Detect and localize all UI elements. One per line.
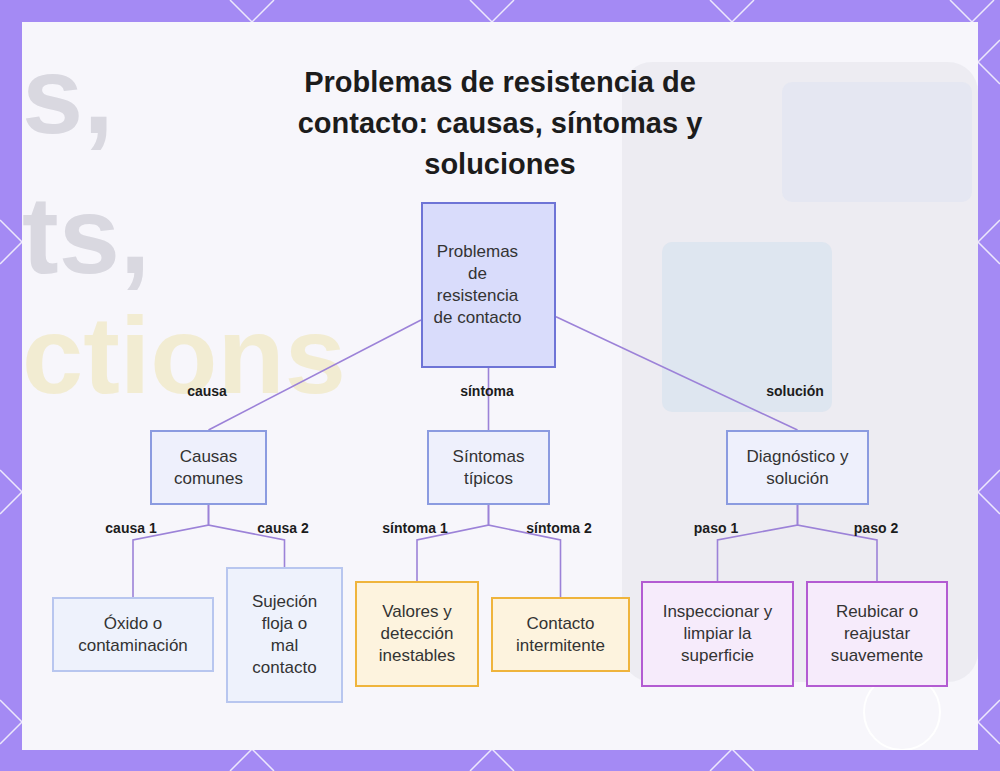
box-text: Reubicar o reajustar suavemente (822, 601, 932, 667)
concept-box: Contacto intermitente (491, 597, 630, 672)
connector-line (556, 317, 798, 430)
box-text: Causas comunes (160, 446, 257, 490)
connector-line (488, 368, 490, 430)
concept-box: Valores y detección inestables (355, 581, 479, 687)
box-text: Diagnóstico y solución (736, 446, 859, 490)
box-text: Valores y detección inestables (365, 601, 469, 667)
connector-line (209, 505, 285, 567)
connector-line (209, 320, 422, 430)
connector-line (417, 505, 489, 581)
edge-label: síntoma 2 (526, 520, 591, 536)
edge-label: causa 1 (105, 520, 156, 536)
edge-label: causa (187, 383, 227, 399)
diagram-title: Problemas de resistencia de contacto: ca… (250, 62, 750, 185)
box-text: Sujeción floja o mal contacto (250, 591, 319, 679)
edge-label: paso 2 (854, 520, 898, 536)
concept-box: Causas comunes (150, 430, 267, 505)
edge-label: causa 2 (257, 520, 308, 536)
watermark-text: ctions (22, 300, 346, 410)
concept-box: Problemas de resistencia de contacto (421, 202, 556, 368)
edge-label: solución (766, 383, 824, 399)
edge-label: paso 1 (694, 520, 738, 536)
concept-box: Sujeción floja o mal contacto (226, 567, 343, 703)
box-text: Contacto intermitente (501, 613, 620, 657)
connector-line (133, 505, 209, 597)
connector-line (798, 505, 878, 581)
box-text: Óxido o contaminación (62, 613, 204, 657)
watermark-text: s, (22, 40, 114, 150)
box-text: Inspeccionar y limpiar la superficie (659, 601, 776, 667)
box-text: Problemas de resistencia de contacto (431, 241, 524, 329)
box-text: Síntomas típicos (437, 446, 540, 490)
concept-box: Diagnóstico y solución (726, 430, 869, 505)
connector-line (489, 505, 561, 597)
concept-box: Reubicar o reajustar suavemente (806, 581, 948, 687)
edge-label: síntoma 1 (382, 520, 447, 536)
edge-label: síntoma (460, 383, 514, 399)
concept-box: Inspeccionar y limpiar la superficie (641, 581, 794, 687)
watermark-text: ts, (22, 180, 150, 290)
connector-line (718, 505, 798, 581)
concept-box: Síntomas típicos (427, 430, 550, 505)
concept-box: Óxido o contaminación (52, 597, 214, 672)
